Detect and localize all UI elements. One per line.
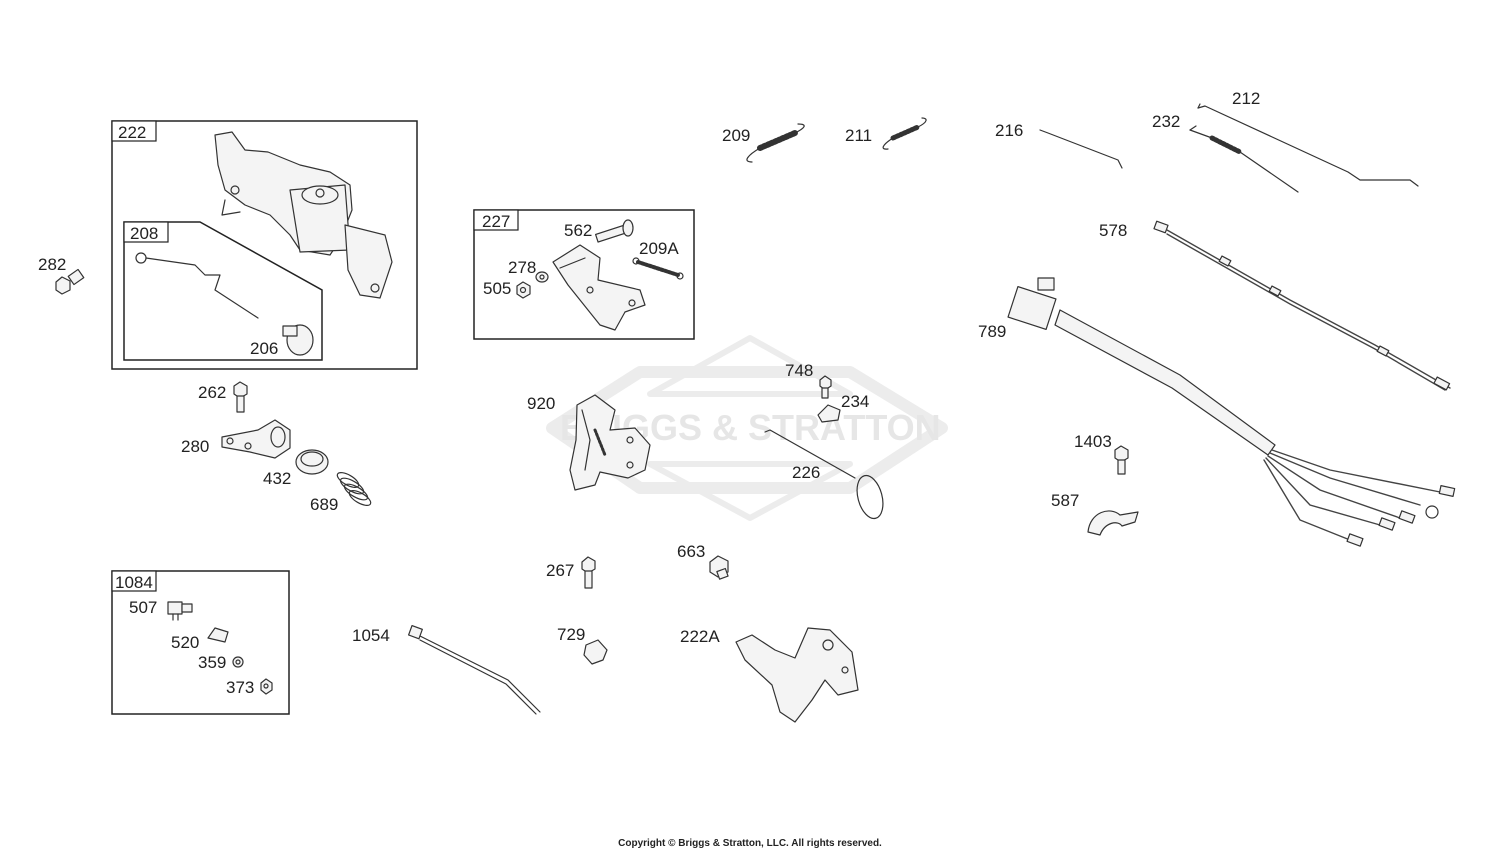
label-1084[interactable]: 1084 — [115, 573, 153, 592]
harness-789[interactable] — [1007, 277, 1456, 547]
label-505[interactable]: 505 — [483, 279, 511, 298]
copyright-notice: Copyright © Briggs & Stratton, LLC. All … — [618, 838, 882, 849]
lever-plate-227[interactable] — [552, 244, 646, 331]
screw-562[interactable] — [594, 219, 634, 243]
label-729[interactable]: 729 — [557, 625, 585, 644]
washer-278[interactable] — [535, 271, 549, 283]
label-789[interactable]: 789 — [978, 322, 1006, 341]
spring-209[interactable] — [746, 123, 805, 163]
rod-216[interactable] — [1039, 129, 1123, 169]
label-373[interactable]: 373 — [226, 678, 254, 697]
label-663[interactable]: 663 — [677, 542, 705, 561]
label-278[interactable]: 278 — [508, 258, 536, 277]
nut-373[interactable] — [260, 678, 273, 695]
terminal-520[interactable] — [207, 627, 229, 643]
spring-211[interactable] — [882, 117, 927, 150]
wire-578[interactable] — [1153, 220, 1451, 391]
spring-689[interactable] — [335, 470, 373, 509]
label-216[interactable]: 216 — [995, 121, 1023, 140]
bolt-282[interactable] — [55, 268, 85, 295]
bolt-748[interactable] — [819, 375, 832, 399]
label-209[interactable]: 209 — [722, 126, 750, 145]
switch-507[interactable] — [167, 601, 193, 621]
label-359[interactable]: 359 — [198, 653, 226, 672]
ring-432[interactable] — [295, 449, 329, 475]
rod-212[interactable] — [1197, 103, 1419, 187]
group-222: 222 208 206 — [111, 120, 418, 370]
label-562[interactable]: 562 — [564, 221, 592, 240]
label-267[interactable]: 267 — [546, 561, 574, 580]
spring-232[interactable] — [1189, 125, 1299, 193]
bolt-262[interactable] — [233, 381, 248, 413]
label-280[interactable]: 280 — [181, 437, 209, 456]
label-920[interactable]: 920 — [527, 394, 555, 413]
clip-729[interactable] — [583, 639, 608, 665]
label-1054[interactable]: 1054 — [352, 626, 390, 645]
label-748[interactable]: 748 — [785, 361, 813, 380]
bracket-280[interactable] — [221, 419, 291, 459]
label-282[interactable]: 282 — [38, 255, 66, 274]
label-262[interactable]: 262 — [198, 383, 226, 402]
label-232[interactable]: 232 — [1152, 112, 1180, 131]
control-920[interactable] — [569, 394, 651, 491]
label-209A[interactable]: 209A — [639, 239, 679, 258]
label-587[interactable]: 587 — [1051, 491, 1079, 510]
label-226[interactable]: 226 — [792, 463, 820, 482]
label-212[interactable]: 212 — [1232, 89, 1260, 108]
knob-206[interactable] — [282, 324, 314, 356]
label-689[interactable]: 689 — [310, 495, 338, 514]
bolt-663[interactable] — [709, 555, 729, 580]
bracket-222A[interactable] — [735, 627, 859, 723]
label-507[interactable]: 507 — [129, 598, 157, 617]
clamp-587[interactable] — [1087, 510, 1139, 536]
spring-209A[interactable] — [632, 257, 684, 280]
label-227[interactable]: 227 — [482, 212, 510, 231]
label-211[interactable]: 211 — [845, 126, 872, 145]
label-578[interactable]: 578 — [1099, 221, 1127, 240]
label-222A[interactable]: 222A — [680, 627, 720, 646]
label-432[interactable]: 432 — [263, 469, 291, 488]
label-222[interactable]: 222 — [118, 123, 146, 142]
label-206[interactable]: 206 — [250, 339, 278, 358]
group-227: 227 562 209A 278 505 — [473, 209, 695, 340]
rod-226[interactable] — [764, 429, 887, 521]
label-234[interactable]: 234 — [841, 392, 869, 411]
bolt-267[interactable] — [581, 556, 596, 589]
group-1084: 1084 507 520 359 373 — [111, 570, 290, 715]
nut-505[interactable] — [516, 281, 531, 299]
bolt-1403[interactable] — [1114, 445, 1129, 475]
governor-link-208[interactable] — [135, 252, 259, 319]
clip-234[interactable] — [817, 404, 841, 423]
cable-tie-1054[interactable] — [407, 624, 541, 715]
label-1403[interactable]: 1403 — [1074, 432, 1112, 451]
label-520[interactable]: 520 — [171, 633, 199, 652]
washer-359[interactable] — [232, 656, 244, 668]
label-208[interactable]: 208 — [130, 224, 158, 243]
governor-bracket-222[interactable] — [214, 131, 393, 299]
